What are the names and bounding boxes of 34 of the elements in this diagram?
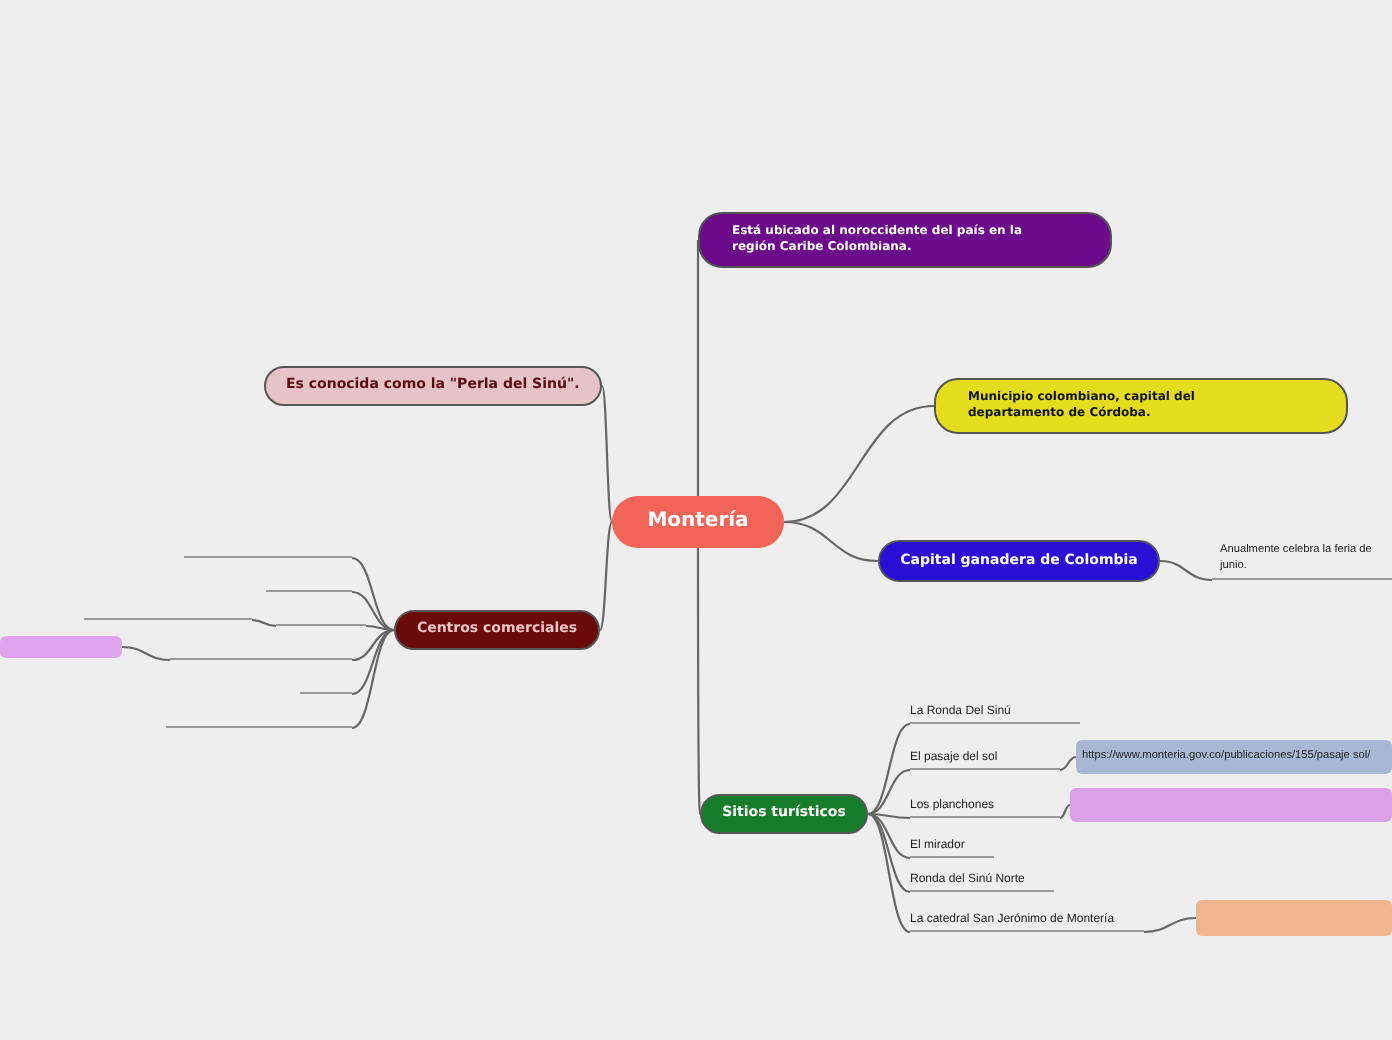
branch-connector xyxy=(868,812,910,820)
branch-connector xyxy=(599,521,613,631)
branch-connector xyxy=(351,590,395,632)
branch-connector xyxy=(351,628,395,730)
branch-connector xyxy=(351,628,395,662)
branch-connector xyxy=(783,404,935,524)
branch-connector xyxy=(867,768,911,816)
link-box xyxy=(0,636,122,658)
branch-underline xyxy=(166,726,352,728)
branch-connector xyxy=(601,385,613,523)
branch-connector xyxy=(867,813,911,933)
central-topic: Montería xyxy=(612,496,784,548)
branch-connector xyxy=(783,520,879,563)
link-box xyxy=(1070,788,1392,822)
branch-connector xyxy=(1059,755,1077,772)
branch-connector xyxy=(696,240,700,496)
branch-connector xyxy=(696,548,702,815)
branch-connector xyxy=(365,624,395,632)
branch-connector xyxy=(121,645,171,662)
branch-underline xyxy=(300,692,352,694)
branch-underline xyxy=(84,618,252,620)
branch-connector xyxy=(867,812,911,894)
branch-connector xyxy=(251,618,277,628)
link-box xyxy=(1196,900,1392,936)
branch-connector xyxy=(1059,804,1071,819)
branch-underline xyxy=(184,556,352,558)
branch-connector xyxy=(1143,916,1197,934)
branch-underline xyxy=(170,658,352,660)
branch-connector xyxy=(867,722,911,816)
branch-connector xyxy=(867,812,911,860)
branch-underline xyxy=(266,590,352,592)
branch-underline xyxy=(276,624,366,626)
branch-connector xyxy=(1159,559,1213,582)
branch-connector xyxy=(351,556,395,632)
